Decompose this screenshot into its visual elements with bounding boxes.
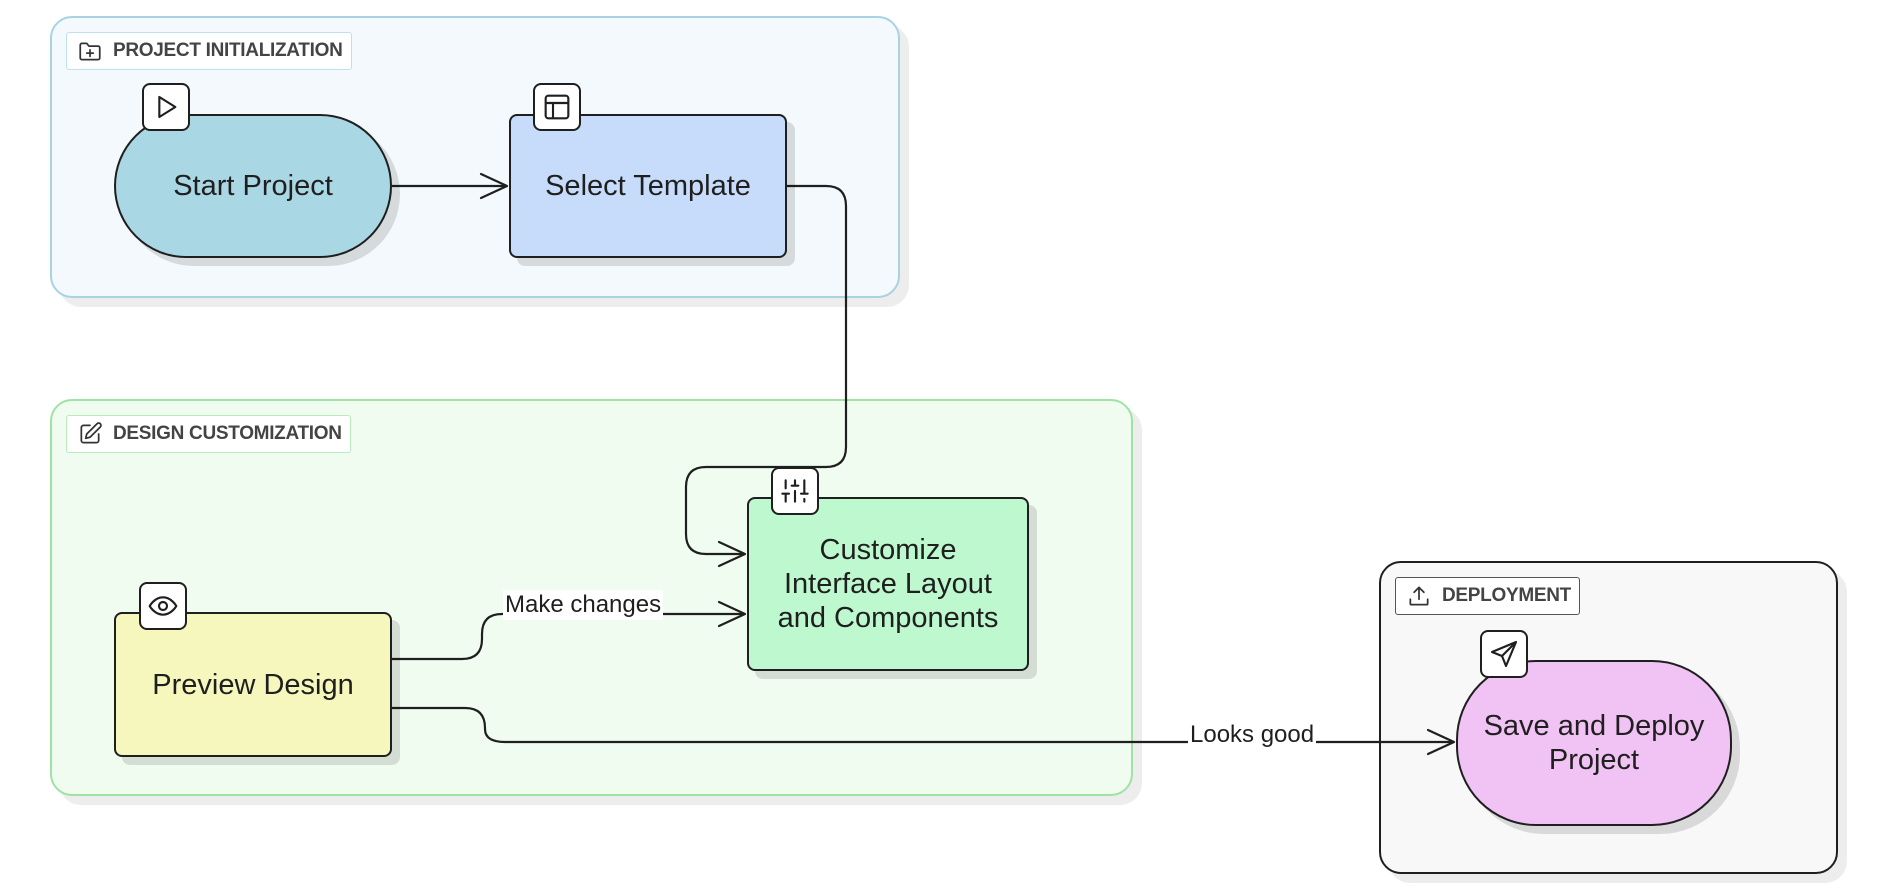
upload-icon [1409, 586, 1429, 606]
group-title: DEPLOYMENT [1442, 585, 1571, 606]
layout-icon [533, 83, 581, 131]
node-label: Select Template [545, 170, 751, 202]
eye-icon [139, 582, 187, 630]
node-label: Save and Deploy Project [1483, 710, 1705, 776]
arrowhead [1426, 728, 1456, 756]
group-label-deployment: DEPLOYMENT [1395, 577, 1580, 615]
node-label: Preview Design [152, 668, 354, 701]
edit-icon [80, 422, 102, 444]
node-customize-interface[interactable]: Customize Interface Layout and Component… [747, 497, 1029, 671]
edge-label-looks-good: Looks good [1188, 720, 1317, 750]
group-label-project-initialization: PROJECT INITIALIZATION [66, 32, 352, 70]
node-preview-design[interactable]: Preview Design [114, 612, 392, 757]
sliders-icon [771, 467, 819, 515]
edge-template-to-customize [684, 184, 848, 556]
edge-label-make-changes: Make changes [503, 590, 664, 620]
group-title: DESIGN CUSTOMIZATION [113, 423, 342, 444]
send-icon [1480, 630, 1528, 678]
folder-plus-icon [79, 42, 101, 61]
arrowhead [479, 172, 509, 200]
node-label: Start Project [173, 170, 333, 202]
arrowhead [717, 600, 747, 628]
arrowhead [717, 540, 747, 568]
edge-preview-to-deploy [390, 706, 1454, 744]
group-title: PROJECT INITIALIZATION [113, 40, 343, 61]
edge-preview-to-customize [390, 612, 745, 661]
node-label: Customize Interface Layout and Component… [777, 534, 999, 634]
group-label-design-customization: DESIGN CUSTOMIZATION [66, 415, 351, 453]
node-select-template[interactable]: Select Template [509, 114, 787, 258]
node-start-project[interactable]: Start Project [114, 114, 392, 258]
node-save-and-deploy[interactable]: Save and Deploy Project [1456, 660, 1732, 826]
play-icon [142, 83, 190, 131]
